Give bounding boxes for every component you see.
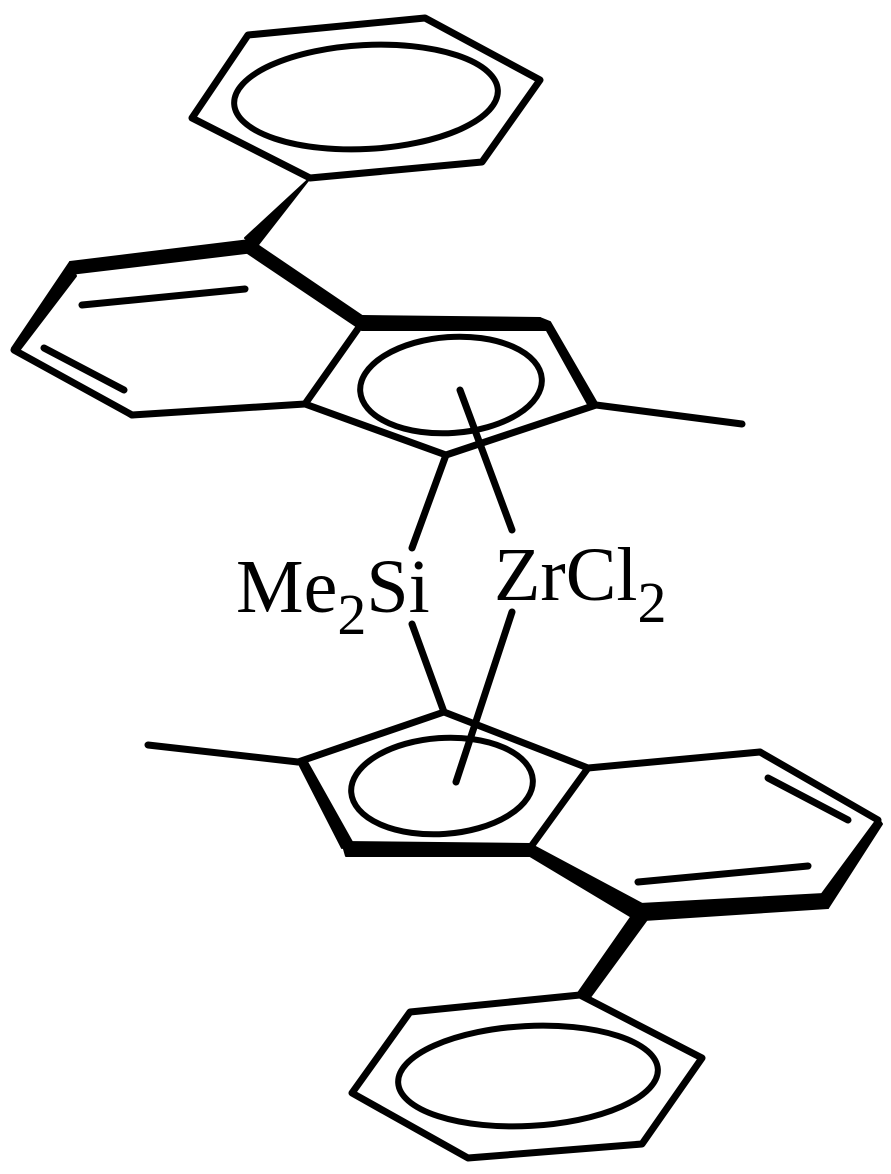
si-upper-bond xyxy=(408,451,450,552)
upper-double-bond-inner-2 xyxy=(78,285,249,309)
upper-methyl-bond xyxy=(592,401,746,428)
upper-bold-bond-top xyxy=(69,239,255,275)
lower-phenyl-aromatic-circle xyxy=(395,1022,661,1130)
upper-benzo-ring xyxy=(10,239,363,419)
upper-phenyl-wedge xyxy=(244,177,311,247)
upper-phenyl-aromatic-circle xyxy=(231,41,501,153)
upper-bold-bond-left xyxy=(11,261,77,353)
lower-bold-bond-c7a xyxy=(529,843,647,923)
lower-methyl-bond xyxy=(144,741,302,766)
lower-cyclopentadienyl-ring xyxy=(144,708,592,857)
upper-bold-bond-c3a xyxy=(245,239,363,331)
upper-double-bond-inner-1 xyxy=(40,344,128,394)
lower-indenyl xyxy=(144,708,883,1162)
lower-phenyl-ring xyxy=(348,991,706,1162)
lower-bold-bond-c3 xyxy=(341,841,531,857)
upper-cyclopentadienyl-ring xyxy=(301,315,746,459)
lower-phenyl-wedge xyxy=(575,909,649,1001)
zr-lower-bond xyxy=(452,608,516,786)
lower-double-bond-inner-1 xyxy=(764,774,852,824)
lower-bold-bond-right xyxy=(815,817,883,909)
lower-bold-bond-c2 xyxy=(297,759,353,849)
upper-cp-aromatic-circle xyxy=(357,333,545,437)
zr-upper-bond xyxy=(456,386,516,534)
upper-indenyl xyxy=(10,14,746,459)
upper-bold-bond-c3 xyxy=(361,315,547,331)
lower-double-bond-inner-2 xyxy=(634,862,812,886)
lower-bold-bond-bottom xyxy=(639,893,829,921)
lower-benzo-ring xyxy=(529,748,883,923)
metal-label: ZrCl2 xyxy=(494,533,667,635)
bridge-label: Me2Si xyxy=(236,545,430,647)
si-lower-bond xyxy=(408,620,448,716)
upper-phenyl-ring xyxy=(188,14,544,182)
bridge-bonds xyxy=(408,386,516,786)
lower-cp-aromatic-circle xyxy=(348,734,536,838)
upper-bold-bond-c2 xyxy=(539,317,599,409)
